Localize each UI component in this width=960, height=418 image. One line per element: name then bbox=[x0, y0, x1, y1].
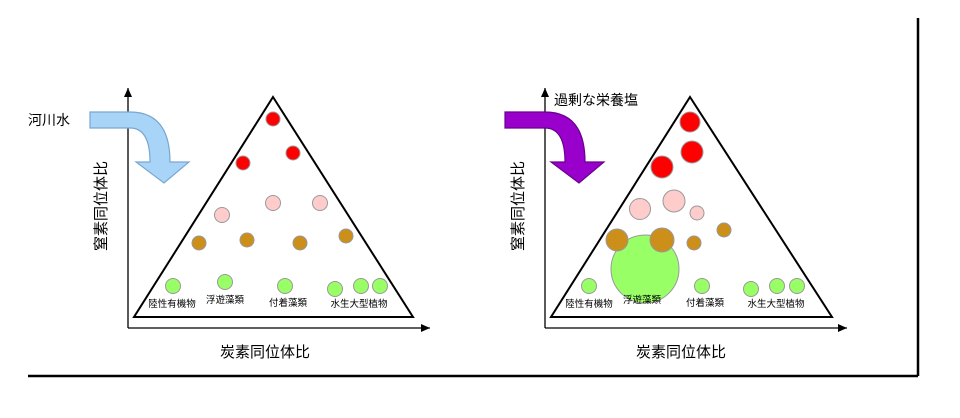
left-second-level-circle bbox=[265, 195, 281, 211]
left-y-axis-label: 窒素同位体比 bbox=[92, 161, 110, 251]
left-panel: 河川水 窒素同位体比 炭素同位体比 陸性有機物 浮遊藻類 付着藻類 水生大型植物 bbox=[28, 88, 430, 361]
right-panel: 過剰な栄養塩 窒素同位体比 炭素同位体比 陸性有機物 浮遊藻類 付着藻類 水生大… bbox=[504, 88, 847, 361]
left-producer-circle bbox=[353, 278, 369, 294]
left-second-level-circle bbox=[214, 207, 230, 223]
left-third-level-circle bbox=[338, 228, 354, 244]
left-group-label: 浮遊藻類 bbox=[206, 294, 245, 306]
left-x-axis-label: 炭素同位体比 bbox=[220, 343, 310, 361]
left-group-label: 水生大型植物 bbox=[330, 298, 388, 310]
left-second-level-circle bbox=[312, 195, 328, 211]
right-top-level-circle bbox=[650, 155, 674, 179]
right-second-level-circle bbox=[662, 189, 686, 213]
left-third-level-circle bbox=[292, 235, 308, 251]
right-second-level-circle bbox=[689, 205, 705, 221]
left-group-label: 付着藻類 bbox=[269, 297, 308, 309]
right-third-level-circle bbox=[649, 227, 675, 253]
right-group-label: 付着藻類 bbox=[686, 297, 725, 309]
right-third-level-circle bbox=[605, 228, 629, 252]
left-third-level-circle bbox=[191, 235, 207, 251]
right-third-level-circle bbox=[716, 222, 732, 238]
left-group-label: 陸性有機物 bbox=[148, 298, 196, 310]
left-top-level-circle bbox=[285, 145, 301, 161]
right-second-level-circle bbox=[629, 198, 651, 220]
left-top-level-circle bbox=[265, 111, 281, 127]
right-group-label: 陸性有機物 bbox=[565, 298, 613, 310]
left-input-arrow bbox=[89, 111, 191, 184]
right-x-axis-label: 炭素同位体比 bbox=[636, 343, 726, 361]
right-group-label: 浮遊藻類 bbox=[623, 294, 662, 306]
right-producer-circle bbox=[769, 278, 785, 294]
right-y-axis-label: 窒素同位体比 bbox=[509, 161, 527, 251]
right-producer-circle bbox=[743, 281, 759, 297]
left-input-label: 河川水 bbox=[28, 113, 70, 129]
right-top-level-circle bbox=[680, 140, 704, 164]
right-input-label: 過剰な栄養塩 bbox=[554, 92, 638, 109]
left-producer-circle bbox=[277, 278, 293, 294]
right-triangle bbox=[549, 95, 834, 318]
left-producer-circle bbox=[372, 278, 388, 294]
right-producer-circle bbox=[581, 278, 597, 294]
right-third-level-circle bbox=[686, 235, 702, 251]
left-third-level-circle bbox=[239, 232, 255, 248]
left-top-level-circle bbox=[235, 155, 251, 171]
right-top-level-circle bbox=[679, 111, 701, 133]
left-triangle bbox=[132, 95, 415, 318]
right-producer-circle bbox=[789, 278, 805, 294]
right-input-arrow bbox=[504, 111, 606, 184]
left-producer-circle bbox=[327, 281, 343, 297]
left-producer-circle bbox=[217, 274, 233, 290]
left-producer-circle bbox=[165, 278, 181, 294]
right-producer-circle bbox=[694, 278, 710, 294]
right-group-label: 水生大型植物 bbox=[747, 298, 805, 310]
